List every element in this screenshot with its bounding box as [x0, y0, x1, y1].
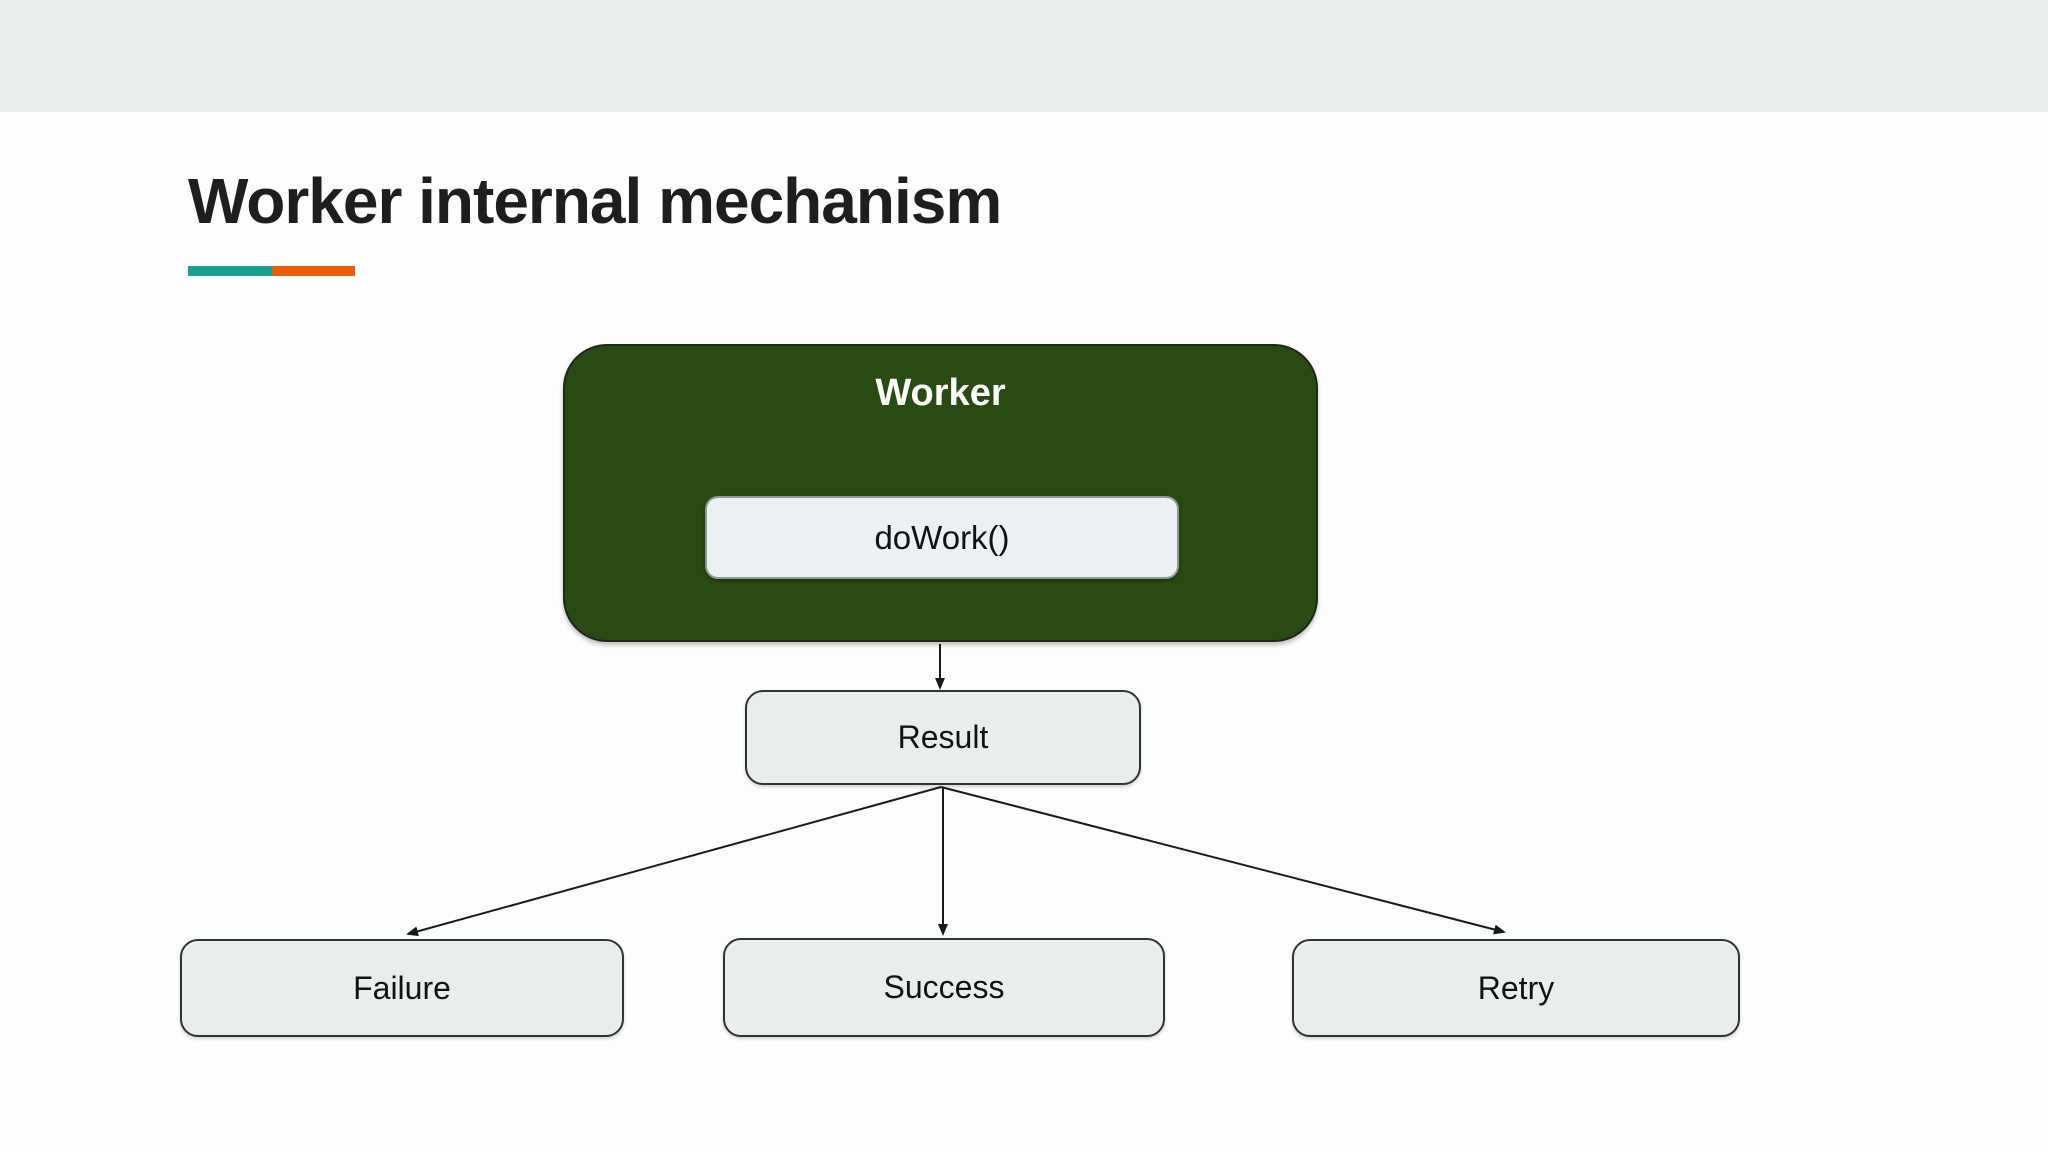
worker-node-label: Worker	[875, 372, 1006, 414]
dowork-method-label: doWork()	[874, 518, 1010, 556]
retry-node: Retry	[1292, 939, 1740, 1037]
dowork-method-node: doWork()	[705, 496, 1179, 579]
retry-node-label: Retry	[1477, 969, 1555, 1006]
accent-teal-segment	[188, 266, 272, 276]
arrow-result-to-retry	[940, 786, 1506, 935]
accent-orange-segment	[272, 266, 355, 276]
result-node: Result	[745, 690, 1141, 785]
arrow-result-to-failure	[406, 786, 942, 937]
top-accent-band	[0, 0, 2048, 112]
page-title: Worker internal mechanism	[188, 165, 1002, 237]
title-accent-bar	[188, 266, 355, 276]
success-node-label: Success	[883, 969, 1005, 1005]
worker-node: Worker doWork()	[563, 344, 1318, 642]
result-node-label: Result	[897, 719, 989, 755]
success-node: Success	[723, 938, 1165, 1037]
failure-node-label: Failure	[353, 969, 451, 1006]
failure-node: Failure	[180, 939, 624, 1037]
